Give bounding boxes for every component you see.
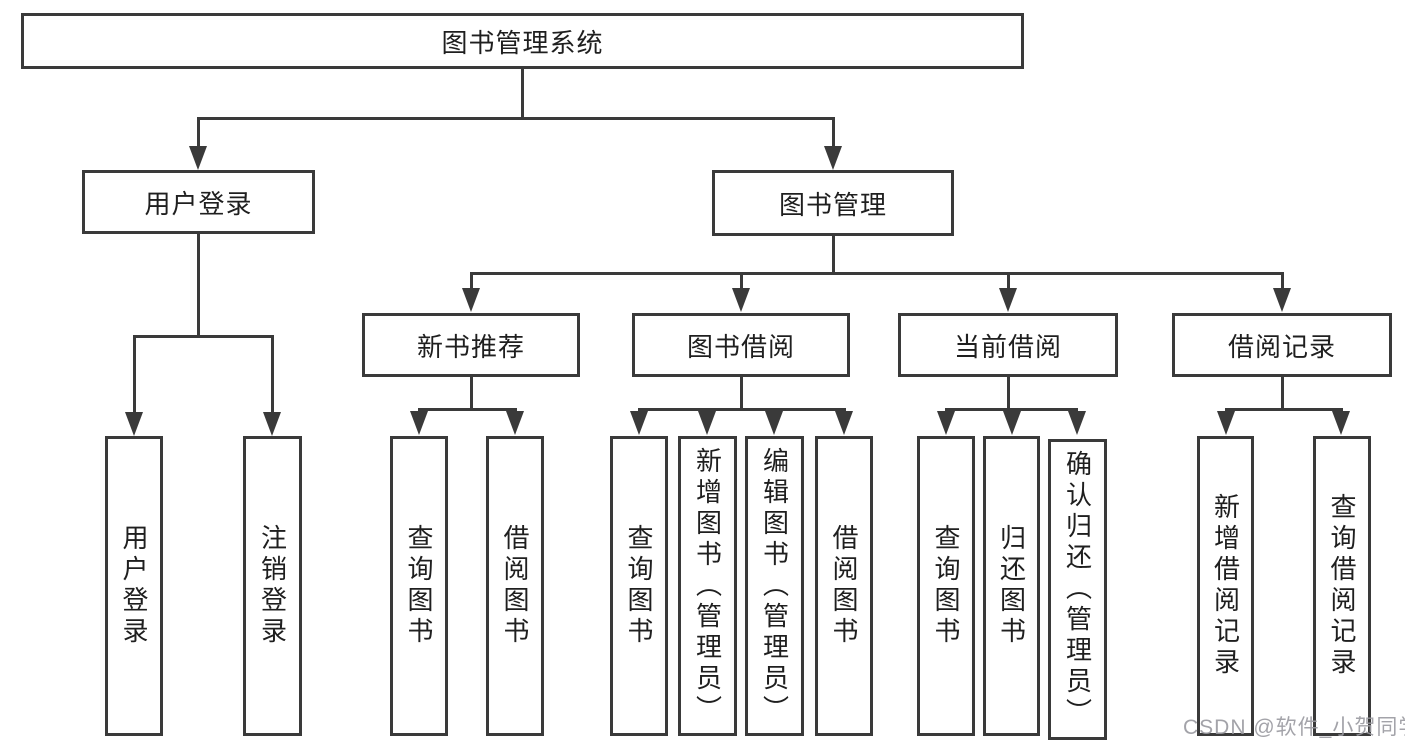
watermark: CSDN @软件_小贺同学	[1183, 716, 1405, 739]
connector-group-bus	[1225, 408, 1343, 411]
leaf-confirm-return-admin: 确认归还（管理员）	[1048, 439, 1107, 740]
node-new-book-recommend: 新书推荐	[362, 313, 580, 377]
connector-arrow-stem	[1007, 272, 1010, 289]
connector-group-drop	[1281, 377, 1284, 411]
node-root: 图书管理系统	[21, 13, 1024, 69]
leaf-logout-label: 注销登录	[257, 524, 288, 648]
leaf-add-borrow-record: 新增借阅记录	[1197, 436, 1254, 736]
arrow-down-icon	[506, 411, 524, 435]
node-current-borrow: 当前借阅	[898, 313, 1118, 377]
node-book-management-label: 图书管理	[778, 189, 887, 220]
leaf-query-books-borrow: 查询图书	[610, 436, 668, 736]
arrow-down-icon	[824, 146, 842, 170]
leaf-borrow-books: 借阅图书	[815, 436, 873, 736]
arrow-down-icon	[125, 412, 143, 436]
leaf-add-books-admin-label: 新增图书（管理员）	[692, 446, 723, 726]
node-book-borrow: 图书借阅	[632, 313, 850, 377]
leaf-query-books-recommend-label: 查询图书	[404, 524, 434, 648]
connector-group-bus	[945, 408, 1078, 411]
connector-arrow-stem	[470, 272, 473, 289]
connector-arrow-stem	[197, 117, 200, 148]
arrow-down-icon	[410, 411, 428, 435]
leaf-query-books-current-label: 查询图书	[931, 524, 961, 648]
leaf-confirm-return-admin-label: 确认归还（管理员）	[1062, 450, 1093, 729]
arrow-down-icon	[937, 411, 955, 435]
leaf-return-books-label: 归还图书	[996, 524, 1027, 648]
arrow-down-icon	[835, 411, 853, 435]
connector-userlogin-drop	[197, 234, 200, 338]
arrow-down-icon	[1068, 411, 1086, 435]
connector-arrow-stem	[1281, 272, 1284, 289]
node-root-label: 图书管理系统	[441, 27, 604, 58]
node-user-login-label: 用户登录	[144, 188, 253, 219]
connector-arrow-stem	[133, 335, 136, 412]
leaf-query-books-recommend: 查询图书	[390, 436, 448, 736]
connector-userlogin-bus	[133, 335, 274, 338]
arrow-down-icon	[263, 412, 281, 436]
arrow-down-icon	[1003, 411, 1021, 435]
connector-group-drop	[1007, 377, 1010, 411]
connector-group-drop	[470, 377, 473, 411]
node-current-borrow-label: 当前借阅	[953, 331, 1062, 362]
leaf-logout: 注销登录	[243, 436, 302, 736]
arrow-down-icon	[698, 411, 716, 435]
leaf-borrow-books-recommend-label: 借阅图书	[500, 524, 530, 648]
leaf-query-books-current: 查询图书	[917, 436, 975, 736]
connector-group-bus	[638, 408, 846, 411]
arrow-down-icon	[999, 288, 1017, 312]
connector-group-drop	[740, 377, 743, 411]
connector-bookmgmt-drop	[832, 236, 835, 275]
leaf-query-borrow-record-label: 查询借阅记录	[1327, 493, 1357, 679]
arrow-down-icon	[1217, 411, 1235, 435]
connector-group-bus	[418, 408, 517, 411]
connector-arrow-stem	[271, 335, 274, 412]
leaf-add-borrow-record-label: 新增借阅记录	[1210, 493, 1241, 679]
node-book-management: 图书管理	[712, 170, 954, 236]
connector-arrow-stem	[832, 117, 835, 148]
leaf-query-books-borrow-label: 查询图书	[624, 524, 654, 648]
arrow-down-icon	[462, 288, 480, 312]
connector-level2-bus	[197, 117, 835, 120]
leaf-add-books-admin: 新增图书（管理员）	[678, 436, 737, 736]
node-book-borrow-label: 图书借阅	[686, 331, 795, 362]
arrow-down-icon	[732, 288, 750, 312]
leaf-borrow-books-label: 借阅图书	[829, 524, 859, 648]
arrow-down-icon	[765, 411, 783, 435]
connector-arrow-stem	[740, 272, 743, 289]
node-new-book-recommend-label: 新书推荐	[416, 331, 525, 362]
leaf-user-login: 用户登录	[105, 436, 163, 736]
node-borrow-records: 借阅记录	[1172, 313, 1392, 377]
arrow-down-icon	[1273, 288, 1291, 312]
leaf-query-borrow-record: 查询借阅记录	[1313, 436, 1371, 736]
node-borrow-records-label: 借阅记录	[1227, 331, 1336, 362]
arrow-down-icon	[1332, 411, 1350, 435]
connector-level3-bus	[470, 272, 1283, 275]
leaf-edit-books-admin: 编辑图书（管理员）	[745, 436, 804, 736]
leaf-return-books: 归还图书	[983, 436, 1040, 736]
arrow-down-icon	[189, 146, 207, 170]
leaf-edit-books-admin-label: 编辑图书（管理员）	[759, 446, 790, 726]
connector-root-drop	[521, 67, 524, 120]
node-user-login: 用户登录	[82, 170, 315, 234]
arrow-down-icon	[630, 411, 648, 435]
leaf-borrow-books-recommend: 借阅图书	[486, 436, 544, 736]
leaf-user-login-label: 用户登录	[119, 524, 149, 648]
